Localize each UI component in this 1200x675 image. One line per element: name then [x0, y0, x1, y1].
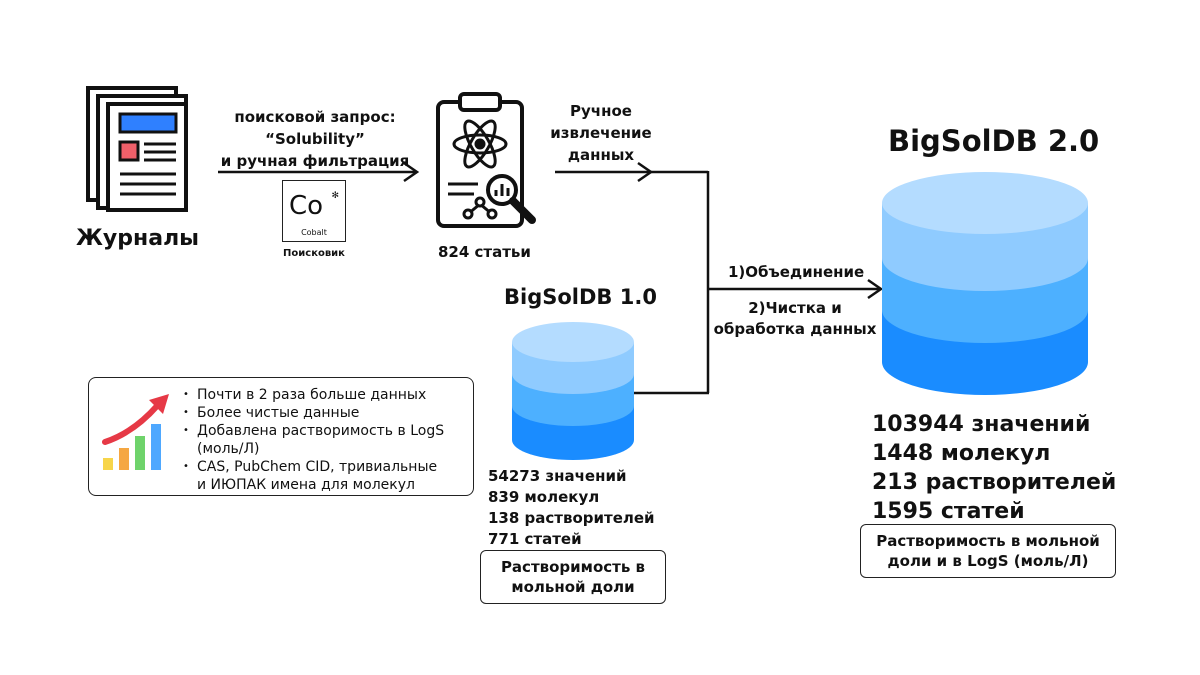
- growth-chart-icon: [102, 394, 169, 470]
- journals-label: Журналы: [76, 226, 200, 251]
- improvement-item: Добавлена растворимость в LogS: [181, 422, 444, 440]
- db-v2-cylinder-icon: [882, 172, 1088, 395]
- improvements-list: Почти в 2 раза больше данных Более чисты…: [181, 386, 444, 494]
- improvement-item: CAS, PubChem CID, тривиальные: [181, 458, 444, 476]
- db-v1-title: BigSolDB 1.0: [504, 285, 657, 309]
- clipboard-research-icon: [436, 92, 536, 228]
- improvement-item-continued: (моль/Л): [197, 441, 260, 457]
- db-v2-stat-values: 103944 значений: [872, 412, 1091, 437]
- db-v1-stat-molecules: 839 молекул: [488, 488, 600, 506]
- db-v1-stat-articles: 771 статей: [488, 530, 582, 548]
- manual-extraction-text: Ручное извлечение данных: [550, 102, 652, 164]
- db-v1-stats: 54273 значений 839 молекул 138 растворит…: [488, 466, 655, 550]
- db-v1-stat-solvents: 138 растворителей: [488, 509, 655, 527]
- db-v1-stat-values: 54273 значений: [488, 467, 627, 485]
- db-v2-stat-solvents: 213 растворителей: [872, 470, 1117, 495]
- db-v2-note: Растворимость в мольной доли и в LogS (м…: [860, 524, 1116, 578]
- journals-icon: [86, 86, 188, 212]
- db-v2-stat-articles: 1595 статей: [872, 499, 1025, 524]
- merge-step-2: 2)Чистка и обработка данных: [713, 299, 877, 338]
- search-query-text: поисковой запрос: “Solubility” и ручная …: [220, 108, 410, 170]
- cobalt-symbol: Co: [289, 191, 324, 221]
- improvement-item: Более чистые данные: [181, 404, 444, 422]
- merge-step-1: 1)Объединение: [728, 263, 865, 281]
- sparkle-icon: ✻: [331, 191, 339, 201]
- db-v2-title: BigSolDB 2.0: [888, 124, 1100, 158]
- articles-count: 824 статьи: [438, 243, 531, 261]
- db-v2-stats: 103944 значений 1448 молекул 213 раствор…: [872, 410, 1116, 526]
- improvement-item: Почти в 2 раза больше данных: [181, 386, 444, 404]
- db-v1-cylinder-icon: [512, 322, 634, 460]
- cobalt-name: Cobalt: [301, 228, 327, 237]
- search-engine-label: Поисковик: [283, 248, 345, 259]
- improvements-panel: Почти в 2 раза больше данных Более чисты…: [88, 377, 474, 496]
- db-v1-note: Растворимость в мольной доли: [480, 550, 666, 604]
- db-v2-stat-molecules: 1448 молекул: [872, 441, 1051, 466]
- improvement-item-continued: и ИЮПАК имена для молекул: [197, 477, 415, 493]
- search-engine-logo: Co ✻ Cobalt: [282, 180, 346, 242]
